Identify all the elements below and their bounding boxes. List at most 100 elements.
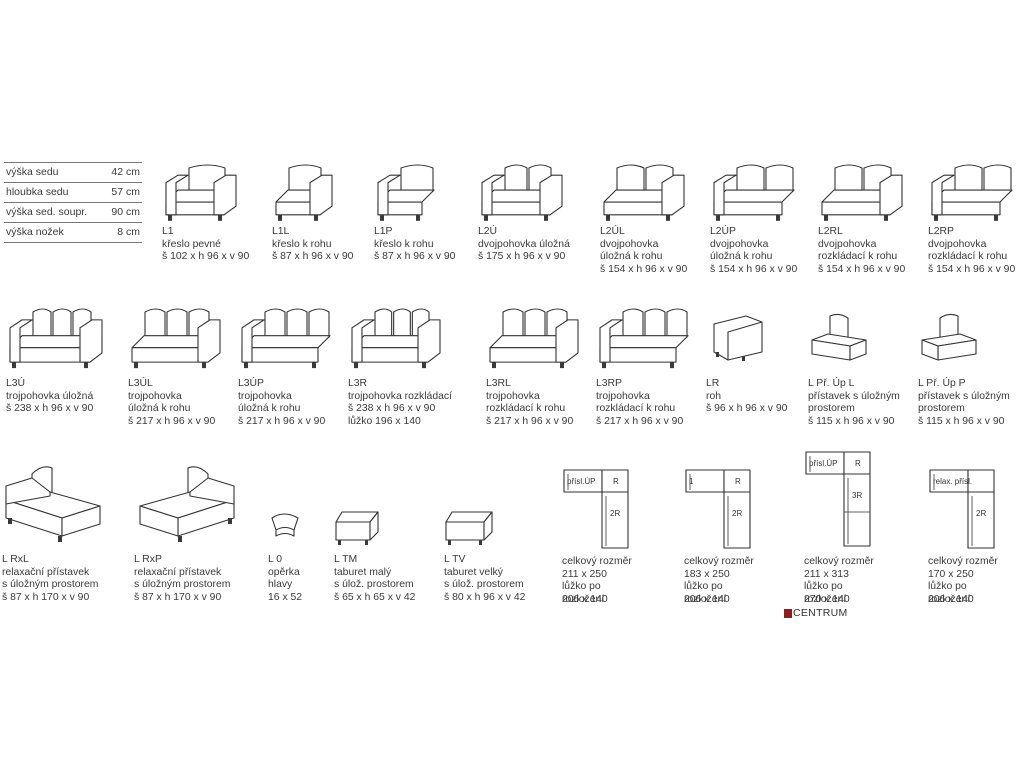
item-desc: dvojpohovka — [928, 238, 987, 250]
item-desc: dvojpohovka úložná — [478, 238, 570, 250]
layout-desc: 211 x 250 — [562, 568, 607, 580]
spec-row: výška sed. soupr.90 cm — [4, 202, 142, 222]
layout-schematic-icon: přísl.ÚP R 3R — [805, 451, 871, 547]
layout-label: přísl.ÚP — [809, 459, 837, 468]
corner-armchair-left-icon — [275, 164, 333, 221]
spec-value: 42 cm — [111, 166, 140, 178]
item-desc: rozkládací k rohu — [928, 251, 1008, 263]
item-desc: trojpohovka — [596, 390, 650, 402]
layout-desc: 211 x 313 — [804, 568, 849, 580]
layout-label: 2R — [610, 509, 620, 518]
item-desc: š 217 x h 96 x v 90 — [486, 416, 574, 428]
item-code: LR — [706, 378, 720, 389]
item-desc: úložná k rohu — [710, 251, 773, 263]
item-desc: š 87 x h 170 x v 90 — [134, 592, 222, 604]
item-desc: lůžko 196 x 140 — [348, 416, 421, 428]
item-desc: š 238 x h 96 x v 90 — [348, 403, 436, 415]
item-desc: š 80 x h 96 x v 42 — [444, 592, 526, 604]
item-code: L2RP — [928, 226, 954, 237]
layout-desc: lůžko po rozložení — [804, 581, 847, 606]
spec-label: výška nožek — [6, 226, 64, 238]
layout-label: přísl.ÚP — [567, 477, 595, 486]
small-ottoman-icon — [335, 511, 379, 545]
layout-desc: celkový rozměr — [928, 556, 998, 567]
item-desc: š 87 x h 96 x v 90 — [272, 251, 354, 263]
item-desc: relaxační přístavek — [134, 566, 222, 578]
spec-label: výška sedu — [6, 166, 59, 178]
spec-value: 57 cm — [111, 186, 140, 198]
item-desc: trojpohovka — [238, 390, 292, 402]
item-code: L2ÚL — [600, 226, 625, 237]
item-desc: přístavek s úložným — [918, 390, 1010, 402]
layout-label: relax. přísl. — [933, 477, 972, 486]
item-desc: s úložným prostorem — [2, 579, 99, 591]
item-desc: dvojpohovka — [818, 238, 877, 250]
item-desc: s úložným prostorem — [134, 579, 231, 591]
storage-extension-right-icon — [921, 313, 977, 361]
layout-label: 3R — [852, 491, 862, 500]
item-desc: š 217 x h 96 x v 90 — [128, 416, 216, 428]
two-seat-bed-left-icon — [821, 164, 903, 221]
item-desc: š 96 x h 96 x v 90 — [706, 403, 788, 415]
item-code: L3R — [348, 378, 368, 389]
item-desc: š 238 x h 96 x v 90 — [6, 403, 94, 415]
spec-value: 90 cm — [111, 206, 140, 218]
three-seat-sofa-icon — [9, 308, 103, 369]
item-desc: křeslo k rohu — [374, 238, 434, 250]
item-desc: s úlož. prostorem — [444, 579, 524, 591]
layout-desc: 206 x 140 — [928, 594, 974, 606]
item-code: L TM — [334, 554, 358, 565]
item-desc: přístavek s úložným — [808, 390, 900, 402]
item-code: L Př. Úp P — [918, 378, 966, 389]
layout-schematic-icon: přísl.ÚP R 2R — [563, 469, 629, 549]
layout-desc: lůžko po rozložení — [562, 581, 605, 606]
item-code: L3Ú — [6, 378, 26, 389]
layout-label: 2R — [976, 509, 986, 518]
item-code: L1 — [162, 226, 174, 237]
large-ottoman-icon — [445, 511, 493, 545]
item-code: L1P — [374, 226, 393, 237]
two-seat-sofa-left-icon — [603, 164, 685, 221]
layout-label: R — [855, 459, 861, 468]
item-code: L2Ú — [478, 226, 498, 237]
item-desc: prostorem — [808, 403, 855, 415]
layout-desc: 206 x 140 — [684, 594, 730, 606]
item-desc: rozkládací k rohu — [596, 403, 676, 415]
layout-desc: lůžko po rozložení — [928, 581, 971, 606]
three-seat-sofa-right-icon — [241, 308, 331, 369]
item-code: L 0 — [268, 554, 283, 565]
logo-mark-icon — [784, 608, 792, 618]
three-seat-bed-right-icon — [599, 308, 689, 369]
item-desc: opěrka — [268, 566, 300, 578]
item-code: L2ÚP — [710, 226, 736, 237]
item-desc: úložná k rohu — [600, 251, 663, 263]
three-seat-bed-icon — [351, 308, 441, 369]
item-desc: š 217 x h 96 x v 90 — [596, 416, 684, 428]
layout-desc: 206 x 140 — [562, 594, 608, 606]
item-desc: rozkládací k rohu — [486, 403, 566, 415]
layout-label: R — [613, 477, 619, 486]
layout-schematic-icon: relax. přísl. 2R — [929, 469, 995, 549]
item-desc: trojpohovka — [486, 390, 540, 402]
